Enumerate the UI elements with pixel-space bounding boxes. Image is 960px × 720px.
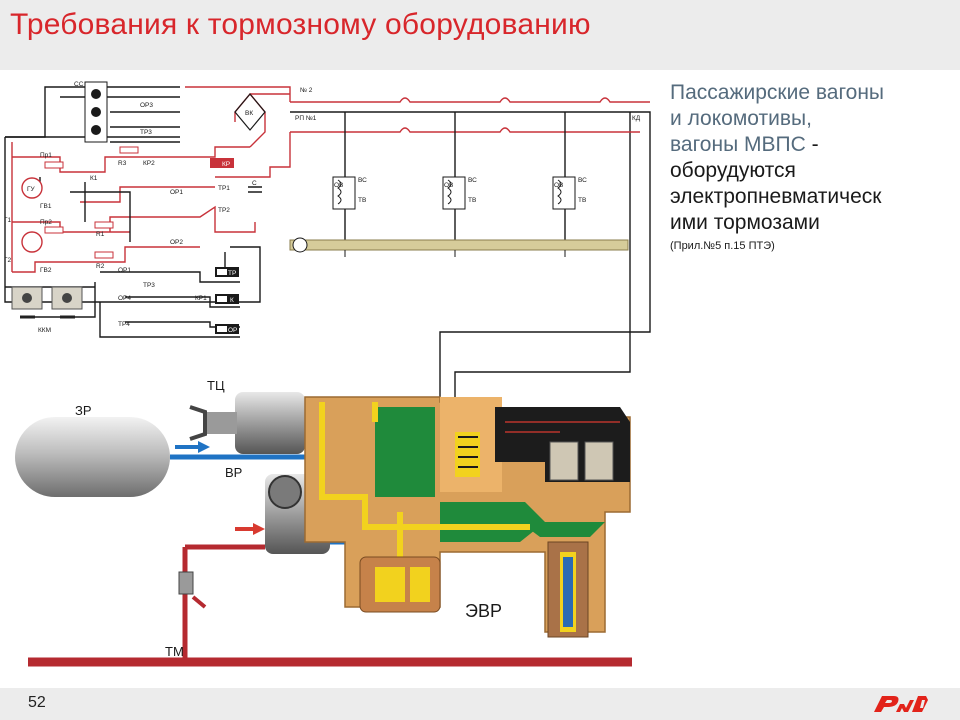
label-tr3-b: ТР3 — [143, 282, 155, 289]
label-tr3: ТР3 — [140, 129, 152, 136]
circuit-components — [11, 81, 629, 334]
label-tv-1: ТВ — [358, 197, 366, 204]
label-vs-3: ВС — [578, 177, 587, 184]
label-op4: ОР4 — [118, 295, 131, 302]
label-kr2: КР2 — [143, 160, 155, 167]
label-r3: R3 — [118, 160, 127, 167]
desc-line-1: Пассажирские вагоны — [670, 81, 885, 104]
label-kkm: ККМ — [38, 327, 51, 334]
label-g2: Г2 — [4, 257, 12, 264]
label-g1: Г1 — [4, 217, 12, 224]
label-op3: ОР3 — [140, 102, 153, 109]
label-ov-2: ОВ — [444, 182, 453, 189]
label-op: ОР — [228, 327, 237, 334]
label-rp1: РП №1 — [295, 115, 317, 122]
label-kr1: КР1 — [195, 295, 207, 302]
brake-diagram: СС ОР3 ТР3 R3 КР2 КР Пр1 ГУ ГВ1 Г1 Пр2 Г… — [4, 81, 651, 667]
desc-line-6: ими тормозами — [670, 211, 820, 234]
label-vk: ВК — [245, 110, 253, 117]
label-tr4: ТР4 — [118, 321, 130, 328]
label-tr1: ТР1 — [218, 185, 230, 192]
label-op2: ОР2 — [170, 239, 183, 246]
pneumatic-system — [15, 392, 632, 667]
label-kd: КД — [632, 115, 641, 122]
desc-line-3-b: - — [805, 133, 819, 156]
label-k: К — [230, 297, 234, 304]
slide-title: Требования к тормозному оборудованию — [10, 8, 591, 41]
label-ov-1: ОВ — [334, 182, 343, 189]
reservoir-zr — [15, 417, 170, 497]
label-tm: ТМ — [165, 644, 184, 659]
label-gv2: ГВ2 — [40, 267, 52, 274]
label-evr: ЭВР — [465, 601, 502, 621]
desc-line-3-a: вагоны МВПС — [670, 133, 806, 156]
electrical-circuit — [4, 86, 651, 402]
label-ov-3: ОВ — [554, 182, 563, 189]
label-no2: № 2 — [300, 87, 313, 94]
label-gv1: ГВ1 — [40, 203, 52, 210]
desc-line-5: электропневматическ — [670, 185, 882, 208]
label-vs-1: ВС — [358, 177, 367, 184]
label-vr: ВР — [225, 465, 242, 480]
label-tv-3: ТВ — [578, 197, 586, 204]
pneumatic-labels: ТЦ ЗР ВР ТМ ЭВР — [75, 378, 502, 659]
description-block: Пассажирские вагоны и локомотивы, вагоны… — [670, 80, 955, 254]
slide-footer: 52 — [0, 688, 960, 720]
label-vs-2: ВС — [468, 177, 477, 184]
desc-line-4: оборудуются — [670, 159, 796, 182]
label-tr2: ТР2 — [218, 207, 230, 214]
label-c: С — [252, 180, 257, 187]
label-kr: КР — [222, 161, 230, 168]
label-tp: ТР — [228, 270, 236, 277]
label-k1: К1 — [90, 175, 98, 182]
desc-line-3: вагоны МВПС - — [670, 132, 955, 158]
page-number: 52 — [28, 694, 46, 711]
label-op1: ОР1 — [170, 189, 183, 196]
brake-cylinder — [235, 392, 305, 454]
label-ss: СС — [74, 81, 84, 88]
slide-header: Требования к тормозному оборудованию — [0, 0, 960, 70]
label-tc: ТЦ — [207, 378, 225, 393]
label-pr1: Пр1 — [40, 152, 52, 159]
desc-line-2: и локомотивы, — [670, 107, 812, 130]
label-tv-2: ТВ — [468, 197, 476, 204]
label-zr: ЗР — [75, 403, 92, 418]
circuit-labels: СС ОР3 ТР3 R3 КР2 КР Пр1 ГУ ГВ1 Г1 Пр2 Г… — [4, 81, 641, 334]
label-r1: R1 — [96, 231, 105, 238]
label-pr2: Пр2 — [40, 219, 52, 226]
regulation-reference: (Прил.№5 п.15 ПТЭ) — [670, 240, 775, 252]
label-r2: R2 — [96, 263, 105, 270]
label-gu: ГУ — [27, 186, 36, 193]
label-op1-b: ОР1 — [118, 267, 131, 274]
rzd-logo-icon — [874, 696, 928, 712]
